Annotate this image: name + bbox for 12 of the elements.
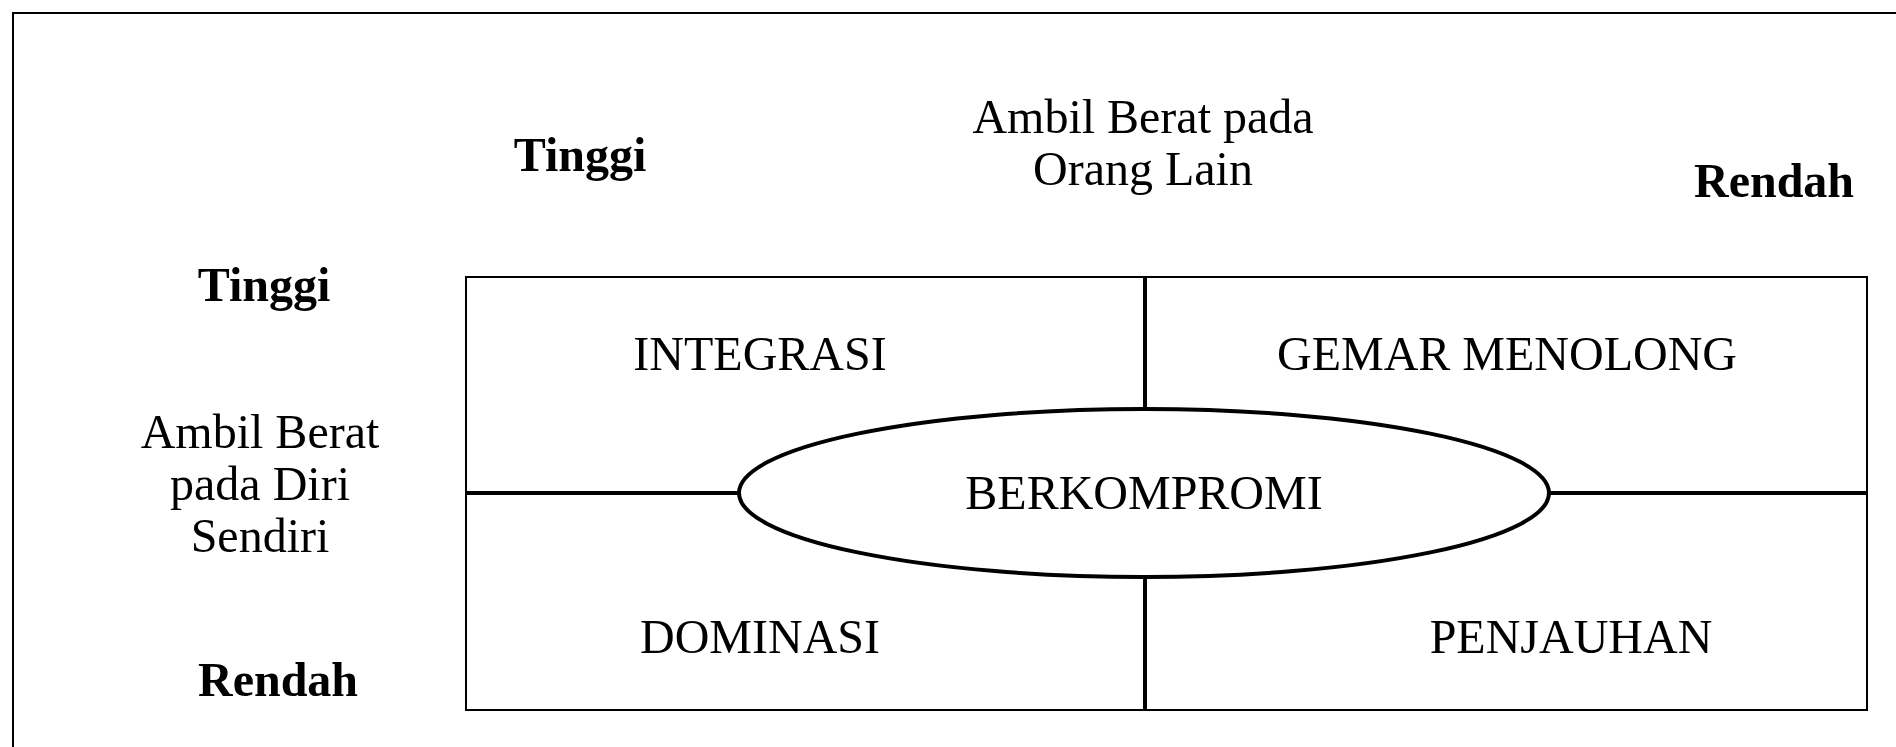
axis-label: Ambil Berat pada Orang Lain [971,91,1315,195]
center-ellipse [736,406,1552,580]
axis-label: Ambil Berat pada Diri Sendiri [139,406,381,562]
quadrant-label: PENJAUHAN [1429,611,1713,663]
scale-label: Rendah [196,654,360,706]
ellipse-label: BERKOMPROMI [965,467,1323,519]
scale-label: Tinggi [196,259,332,311]
scale-label: Tinggi [512,129,648,181]
quadrant-label: INTEGRASI [633,328,887,380]
quadrant-label: DOMINASI [640,611,880,663]
quadrant-label: GEMAR MENOLONG [1277,328,1737,380]
scale-label: Rendah [1692,155,1856,207]
